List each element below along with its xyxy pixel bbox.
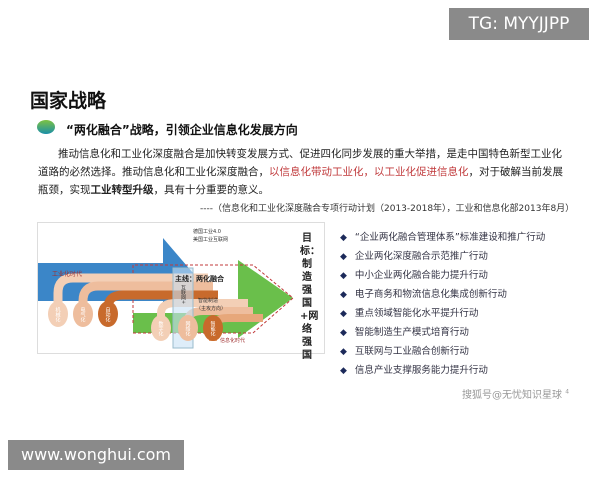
para-text-2: ，对于破解当前发展瓶颈，实现 [38, 166, 563, 196]
watermark-top: TG: MYYJJPP [449, 8, 589, 40]
diamond-bullet-icon: ◆ [340, 347, 347, 357]
diamond-bullet-icon: ◆ [340, 366, 347, 376]
info-era-label: 信息化时代 [220, 338, 246, 344]
para-highlight: 以信息化带动工业化，以工业化促进信息化 [269, 166, 469, 178]
strategy-diagram: 工业化时代 德国工业4.0 美国工业互联网 主线：两化融合 智能制造 （主攻方向… [37, 222, 325, 354]
oval-5: 智能化 [203, 315, 223, 341]
oval-0: 机械化 [48, 301, 68, 327]
industry-era-label: 工业化时代 [52, 271, 83, 278]
oval-4: 网络化 [178, 315, 198, 341]
para-text-3: ，具有十分重要的意义。 [153, 184, 270, 196]
list-item: ◆ “企业两化融合管理体系”标准建设和推广行动 [340, 228, 545, 247]
diamond-bullet-icon: ◆ [340, 252, 347, 262]
internet-label: 互联网+ [180, 285, 186, 305]
list-item: ◆ 中小企业两化融合能力提升行动 [340, 266, 545, 285]
list-item-text: “企业两化融合管理体系”标准建设和推广行动 [354, 232, 546, 243]
diamond-bullet-icon: ◆ [340, 328, 347, 338]
oval-3: 数字化 [151, 315, 171, 341]
list-item-text: 电子商务和物流信息化集成创新行动 [354, 289, 507, 300]
flow-2 [78, 281, 213, 323]
list-item-text: 智能制造生产模式培育行动 [354, 327, 469, 338]
list-item-text: 企业两化深度融合示范推广行动 [354, 251, 488, 262]
paragraph: 推动信息化和工业化深度融合是加快转变发展方式、促进四化同步发展的重大举措，是走中… [38, 145, 568, 199]
goal-label: 目标：制造强国+网络强国 [300, 233, 320, 361]
smart-sub-label: （主攻方向） [196, 306, 227, 312]
smart-label: 智能制造 [198, 298, 219, 304]
list-item: ◆ 重点领域智能化水平提升行动 [340, 304, 545, 323]
watermark-bottom: www.wonghui.com [8, 440, 184, 470]
page-title: 国家战略 [30, 90, 107, 112]
list-item-text: 互联网与工业融合创新行动 [354, 346, 469, 357]
diamond-bullet-icon: ◆ [340, 271, 347, 281]
list-item: ◆ 企业两化深度融合示范推广行动 [340, 247, 545, 266]
list-item-text: 中小企业两化融合能力提升行动 [354, 270, 488, 281]
subtitle: “两化融合”战略，引领企业信息化发展方向 [66, 123, 298, 137]
oval-2: 自动化 [98, 301, 118, 327]
source-citation: ----（信息化和工业化深度融合专项行动计划（2013-2018年），工业和信息… [200, 204, 575, 214]
bullet-logo-icon [37, 120, 55, 134]
flow-1 [53, 273, 208, 323]
callout-1: 德国工业4.0 [193, 229, 221, 235]
para-bold: 工业转型升级 [90, 184, 154, 196]
diamond-bullet-icon: ◆ [340, 309, 347, 319]
diamond-bullet-icon: ◆ [340, 290, 347, 300]
sohu-watermark: 搜狐号@无忧知识星球 4 [462, 386, 569, 401]
list-item: ◆ 电子商务和物流信息化集成创新行动 [340, 285, 545, 304]
mainline-label: 主线：两化融合 [175, 275, 224, 283]
list-item: ◆ 智能制造生产模式培育行动 [340, 323, 545, 342]
para-text-1: 推动信息化和工业化深度融合是加快转变发展方式、促进四化同步发展的重大举措，是走中… [38, 148, 562, 178]
diamond-bullet-icon: ◆ [340, 233, 347, 243]
list-item-text: 重点领域智能化水平提升行动 [354, 308, 479, 319]
action-list: ◆ “企业两化融合管理体系”标准建设和推广行动 ◆ 企业两化深度融合示范推广行动 ◆… [340, 228, 545, 380]
list-item: ◆ 信息产业支撑服务能力提升行动 [340, 361, 545, 380]
page-number: 4 [565, 388, 570, 396]
oval-1: 电气化 [73, 301, 93, 327]
list-item: ◆ 互联网与工业融合创新行动 [340, 342, 545, 361]
sohu-watermark-text: 搜狐号@无忧知识星球 [462, 390, 562, 401]
list-item-text: 信息产业支撑服务能力提升行动 [354, 365, 488, 376]
callout-2: 美国工业互联网 [193, 237, 229, 243]
